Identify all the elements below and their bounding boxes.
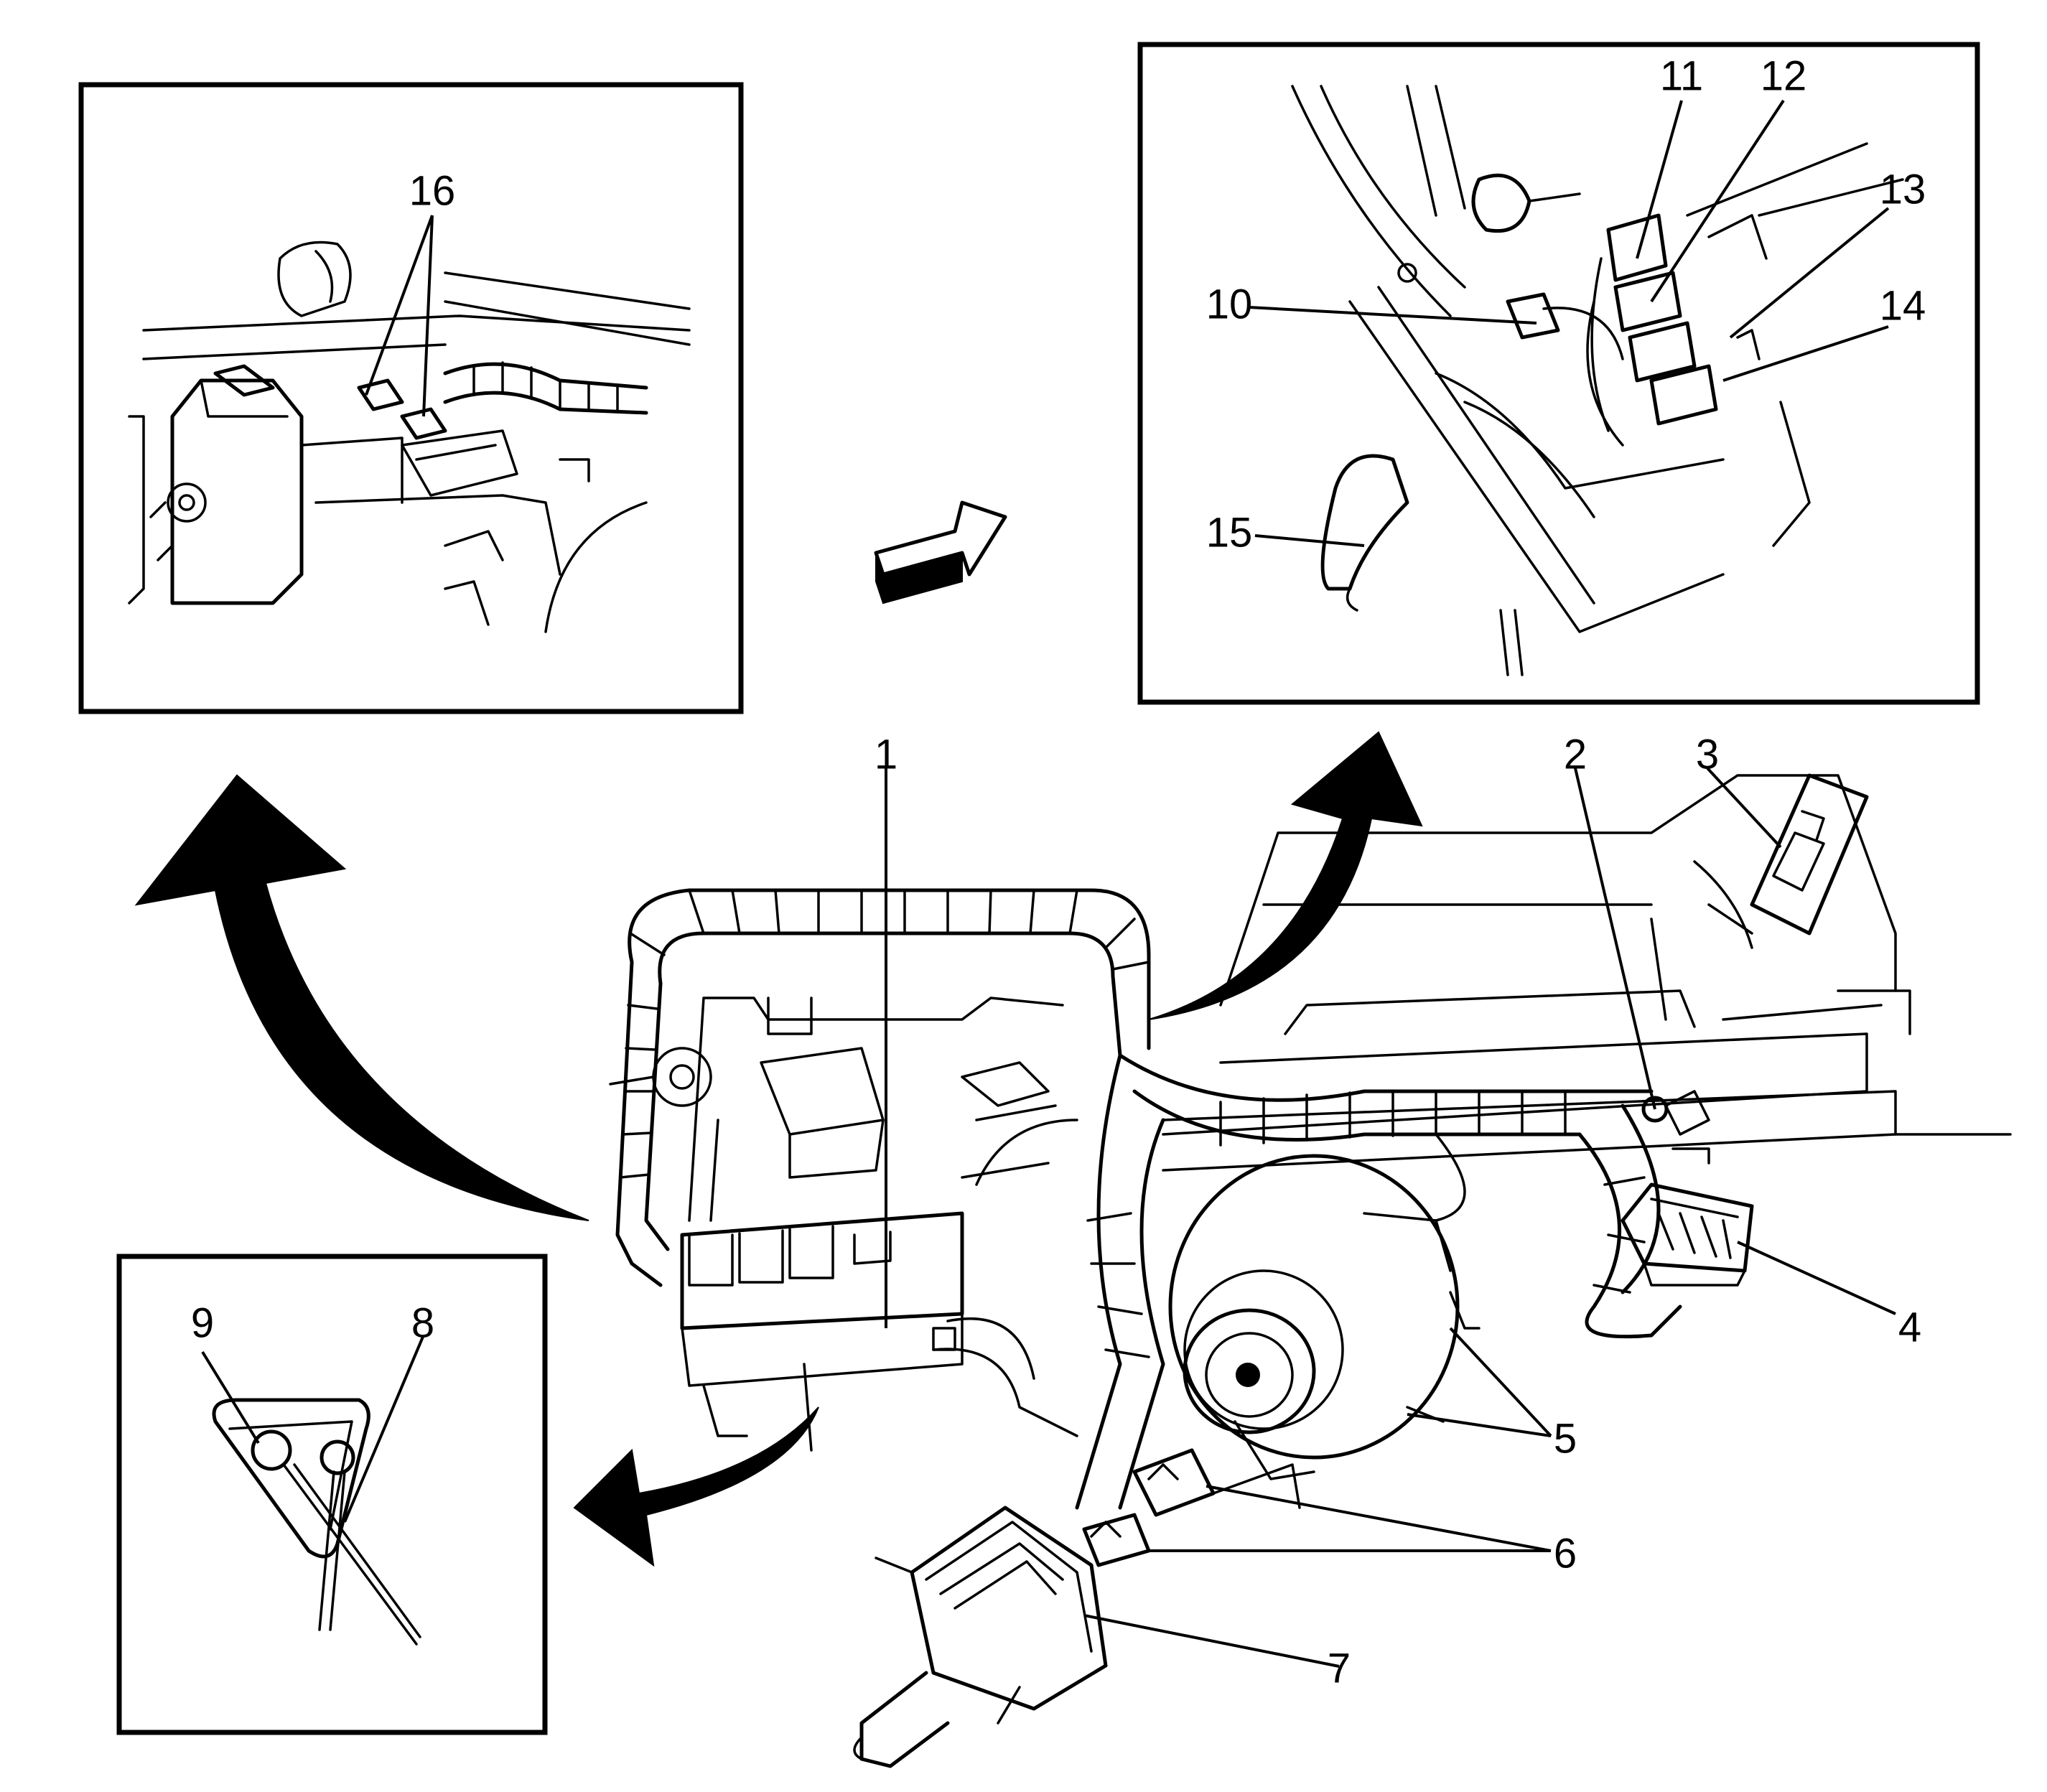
component-1-module	[680, 1211, 964, 1452]
component-4-connector	[1621, 1182, 1754, 1287]
callout-6: 6	[1554, 1530, 1577, 1577]
callout-13: 13	[1880, 166, 1926, 213]
relay-block-stack	[1606, 213, 1718, 426]
callout-12: 12	[1761, 52, 1807, 99]
curved-arrow-lower-left	[573, 1406, 819, 1567]
connectors-6	[1082, 1448, 1301, 1567]
inset-upper-left-frame	[78, 82, 744, 714]
hose-ribs	[472, 361, 619, 414]
callout-2: 2	[1564, 731, 1587, 778]
callout-7: 7	[1328, 1645, 1351, 1691]
callout-14: 14	[1880, 282, 1926, 329]
callout-9: 9	[191, 1299, 214, 1346]
callout-15: 15	[1206, 509, 1253, 556]
main-assembly-drawing	[609, 773, 2012, 1768]
inset-lower-left-drawing	[212, 1398, 421, 1646]
component-2-fastener	[1641, 1090, 1710, 1165]
callout-16: 16	[409, 167, 456, 214]
main-wiring-harness	[932, 1053, 1682, 1510]
harness-wrap-ribs	[619, 889, 1150, 1179]
large-curved-arrow-upper-left	[134, 774, 589, 1221]
callout-3: 3	[1696, 731, 1719, 778]
instrument-panel-frame	[1162, 774, 2012, 1172]
harness-ribs-right	[1086, 1090, 1646, 1358]
callout-8: 8	[411, 1299, 434, 1346]
inset-upper-left-drawing	[128, 241, 691, 633]
inset-upper-right-drawing	[1291, 85, 1904, 676]
leader-lines	[201, 99, 1896, 1668]
callout-labels: 1 2 3 4 5 6 7 8 9 10 11 12 13 14 15 16	[191, 52, 1926, 1691]
blower-motor	[1168, 1154, 1481, 1480]
callout-10: 10	[1206, 281, 1253, 327]
component-7-housing	[853, 1506, 1108, 1768]
callout-11: 11	[1660, 52, 1703, 99]
hvac-module-case	[609, 888, 1151, 1287]
curved-arrow-up-center	[1148, 731, 1423, 1020]
hollow-arrow-center	[874, 500, 1007, 605]
component-3-module	[1693, 773, 1869, 949]
callout-4: 4	[1898, 1304, 1921, 1350]
callout-1: 1	[875, 731, 897, 778]
callout-5: 5	[1554, 1415, 1577, 1462]
